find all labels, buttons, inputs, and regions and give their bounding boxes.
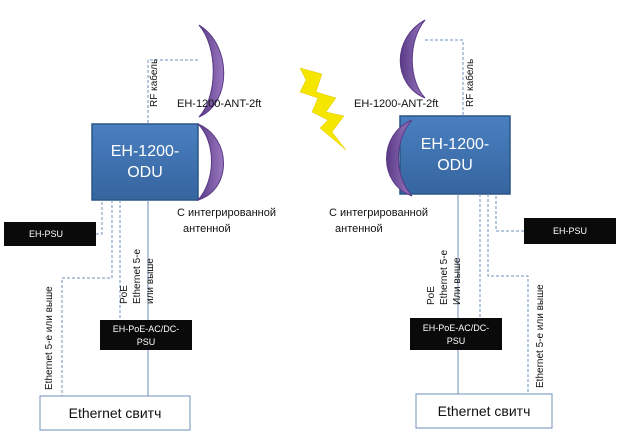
left-poe-label-line1: PoE [119, 285, 130, 304]
right-poe-box-line2: PSU [447, 336, 466, 346]
left-psu-box [4, 222, 96, 246]
left-ethernet-switch-label: Ethernet свитч [69, 405, 162, 421]
right-poe-label-line1: PoE [426, 286, 437, 305]
right-ethernet-switch-box [415, 393, 553, 429]
right-integrated-label-line1: С интегрированной [329, 207, 428, 219]
right-rf-cable-label: RF кабель [464, 59, 476, 107]
left-odu-label-line2: ODU [127, 164, 163, 181]
right-psu-line [495, 194, 524, 232]
right-top-antenna-icon [399, 19, 426, 99]
right-poe-box-line1: EH-PoE-AC/DC- [423, 323, 490, 333]
right-psu-label: EH-PSU [553, 226, 587, 236]
right-poe-label-line2: Ethernet 5-е [439, 250, 450, 305]
left-top-antenna-icon [198, 24, 225, 118]
left-poe-box-line2: PSU [137, 337, 156, 347]
right-antenna-label: EH-1200-ANT-2ft [354, 98, 438, 110]
left-odu-box [91, 123, 199, 201]
right-odu-label-line1: EH-1200- [421, 136, 489, 153]
right-ethernet-vertical-label: Ethernet 5-е или выше [535, 284, 546, 388]
left-odu-label-line1: EH-1200- [111, 143, 179, 160]
left-integrated-label-line1: С интегрированной [177, 207, 276, 219]
left-integrated-antenna-icon [196, 123, 224, 201]
right-odu-label-line2: ODU [437, 157, 473, 174]
left-poe-label-line3: или выше [145, 258, 156, 304]
right-integrated-antenna-icon [386, 119, 413, 197]
right-rf-cable-line [425, 39, 464, 116]
right-ethernet-switch-label: Ethernet свитч [438, 403, 531, 419]
left-antenna-label: EH-1200-ANT-2ft [177, 98, 261, 110]
left-integrated-label-line2: антенной [183, 223, 231, 235]
left-rf-cable-line [147, 59, 198, 124]
left-ethernet-vertical-label: Ethernet 5-е или выше [44, 286, 55, 390]
lightning-icon [299, 67, 347, 151]
left-poe-box [100, 320, 192, 350]
right-psu-box [524, 218, 616, 244]
left-psu-line [96, 200, 103, 235]
left-ethernet-switch-box [39, 395, 191, 431]
left-poe-label-line2: Ethernet 5-е [132, 249, 143, 304]
left-psu-label: EH-PSU [29, 229, 63, 239]
right-odu-box [399, 115, 511, 195]
left-rf-cable-label: RF кабель [148, 59, 160, 107]
right-poe-box [410, 318, 502, 350]
right-poe-label-line3: Или выше [452, 257, 463, 305]
right-ethernet-line [487, 194, 529, 394]
right-integrated-label-line2: антенной [335, 223, 383, 235]
left-ethernet-line [61, 200, 113, 396]
left-poe-box-line1: EH-PoE-AC/DC- [113, 324, 180, 334]
